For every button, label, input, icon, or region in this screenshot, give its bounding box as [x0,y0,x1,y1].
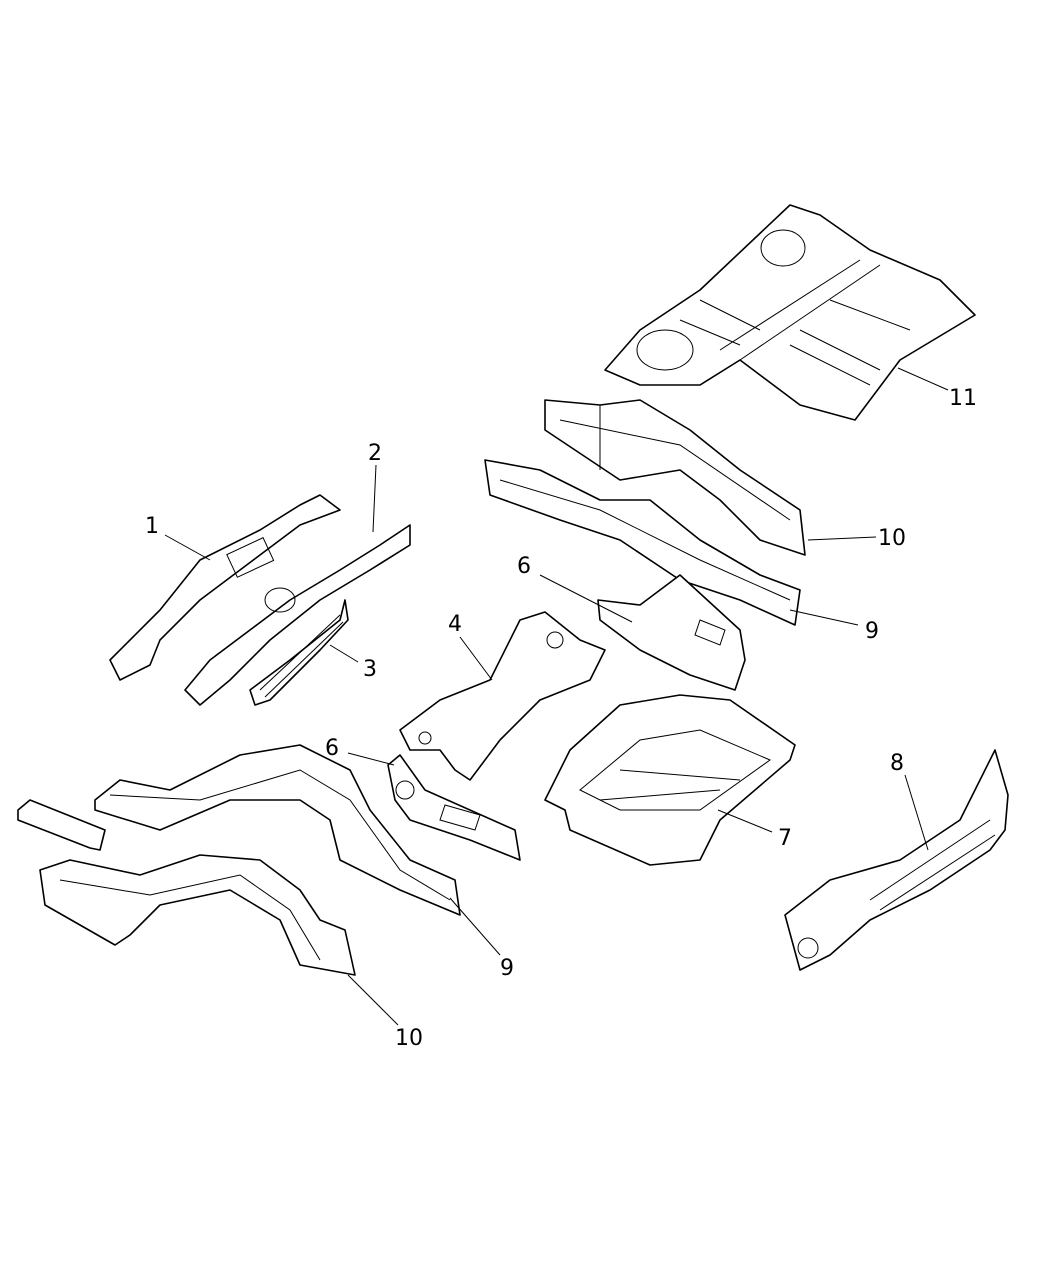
callout-11: 11 [949,386,977,411]
part-8-rear-panel [784,749,1009,971]
callout-2: 2 [368,441,382,466]
callout-1: 1 [145,514,159,539]
callout-7: 7 [778,826,792,851]
callout-9-lower: 9 [500,956,514,981]
part-9-rail-upper [484,459,801,626]
callout-10-upper: 10 [878,526,906,551]
part-3-heat-shield [249,599,349,706]
callout-9-upper: 9 [865,619,879,644]
part-2-crossmember [184,524,411,706]
part-4-crossmember [399,611,606,781]
part-10-rail-upper [544,399,806,556]
callout-3: 3 [363,657,377,682]
part-7-spare-tire-well [544,694,796,866]
callout-6-lower: 6 [325,736,339,761]
part-10-rail-lower [39,854,356,976]
part-9-rail-lower [94,744,461,916]
callout-4: 4 [448,612,462,637]
part-small-plate [17,799,106,851]
part-6-bracket-lower [387,754,521,861]
callout-6-upper: 6 [517,554,531,579]
part-6-bracket-upper [597,574,746,691]
callout-10-lower: 10 [395,1026,423,1051]
leader-lines [164,367,949,1026]
part-11-rear-floor-pan [604,204,976,421]
callout-8: 8 [890,751,904,776]
part-1-crossmember [109,494,341,681]
